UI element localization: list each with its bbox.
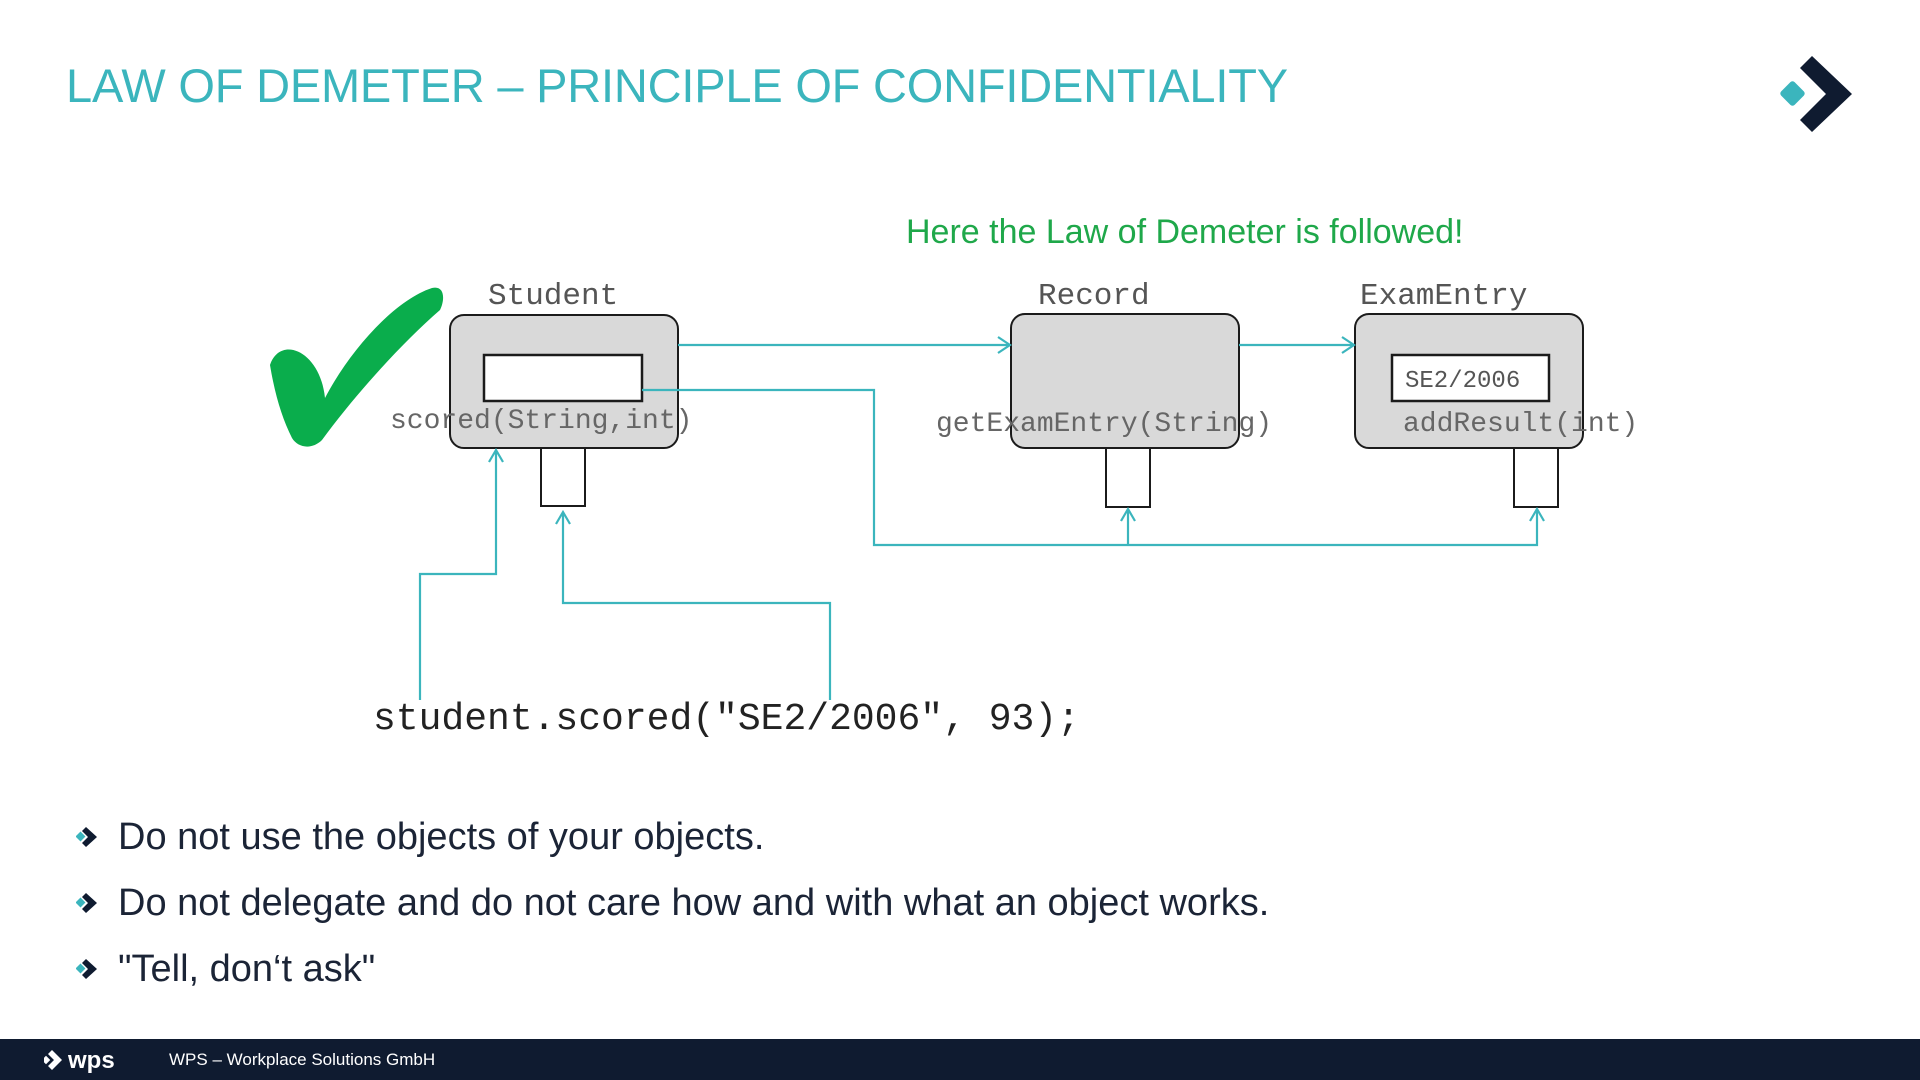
reference-arrow-student-record xyxy=(678,336,1012,354)
examentry-label: ExamEntry xyxy=(1360,279,1527,314)
student-label: Student xyxy=(488,279,618,314)
bullet-text: Do not use the objects of your objects. xyxy=(118,815,765,858)
record-method-port xyxy=(1105,447,1151,508)
call-line-student-to-methods xyxy=(642,388,1539,547)
reference-arrow-record-examentry xyxy=(1239,336,1356,354)
footer-bar: wps WPS – Workplace Solutions GmbH xyxy=(0,1039,1920,1080)
slide-title: LAW OF DEMETER – PRINCIPLE OF CONFIDENTI… xyxy=(66,59,1288,112)
footer-logo-text: wps xyxy=(67,1047,115,1073)
chevron-bullet-icon xyxy=(76,959,97,979)
examentry-field xyxy=(1390,353,1551,403)
call-arrowheads-methods xyxy=(1120,506,1545,522)
call-line-into-student-right xyxy=(555,509,832,700)
bullet-item: "Tell, don‘t ask" xyxy=(76,936,1269,1002)
bullet-text: "Tell, don‘t ask" xyxy=(118,947,376,990)
bullet-text: Do not delegate and do not care how and … xyxy=(118,881,1270,924)
record-label: Record xyxy=(1038,279,1150,314)
footer-company: WPS – Workplace Solutions GmbH xyxy=(169,1050,436,1069)
student-field xyxy=(482,353,644,403)
bullet-item: Do not use the objects of your objects. xyxy=(76,804,1269,870)
bullet-item: Do not delegate and do not care how and … xyxy=(76,870,1269,936)
student-method: scored(String,int) xyxy=(390,406,692,437)
examentry-method-port xyxy=(1513,447,1559,508)
student-method-port xyxy=(540,447,586,507)
record-method: getExamEntry(String) xyxy=(936,409,1272,440)
diagram-caption: Here the Law of Demeter is followed! xyxy=(906,213,1463,251)
wps-logo-icon xyxy=(1780,56,1852,132)
examentry-method: addResult(int) xyxy=(1403,409,1638,440)
checkmark-icon xyxy=(270,287,444,447)
examentry-field-value: SE2/2006 xyxy=(1405,368,1520,395)
bullet-list: Do not use the objects of your objects. … xyxy=(76,804,1269,1002)
call-code: student.scored("SE2/2006", 93); xyxy=(373,698,1080,741)
chevron-bullet-icon xyxy=(76,893,97,913)
call-line-into-student-left xyxy=(418,447,504,700)
wps-footer-logo-icon: wps xyxy=(44,1047,115,1073)
chevron-bullet-icon xyxy=(76,827,97,847)
